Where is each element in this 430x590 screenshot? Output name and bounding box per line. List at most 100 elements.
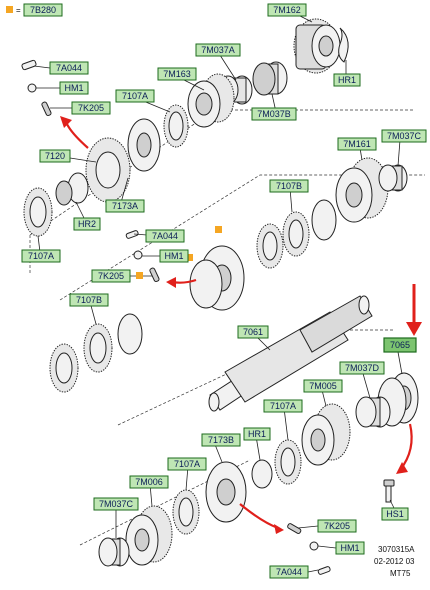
svg-text:7M037B: 7M037B [257, 109, 291, 119]
label-7107b-left[interactable]: 7107B [69, 293, 109, 307]
label-hr1-top[interactable]: HR1 [333, 73, 361, 87]
gear-7m006 [125, 505, 173, 566]
svg-text:7M006: 7M006 [135, 477, 163, 487]
synchro-ring-7107a-left [23, 187, 53, 237]
label-7107a-left[interactable]: 7107A [21, 249, 61, 263]
svg-text:HR1: HR1 [248, 429, 266, 439]
svg-text:7K205: 7K205 [98, 271, 124, 281]
mainshaft-7061 [208, 295, 373, 412]
gear-7m161 [335, 157, 389, 223]
label-7107a-top[interactable]: 7107A [115, 89, 155, 103]
label-hm1-top[interactable]: HM1 [59, 81, 89, 95]
label-7m037b[interactable]: 7M037B [251, 107, 297, 121]
label-7107a-bottom[interactable]: 7107A [167, 457, 207, 471]
label-7173b[interactable]: 7173B [201, 433, 241, 447]
label-7107b-mid[interactable]: 7107B [269, 179, 309, 193]
svg-text:7K205: 7K205 [324, 521, 350, 531]
label-hs1[interactable]: HS1 [381, 507, 409, 521]
label-7065[interactable]: 7065 [383, 337, 417, 353]
svg-text:7120: 7120 [45, 151, 65, 161]
svg-text:HM1: HM1 [340, 543, 359, 553]
label-hm1-bottom[interactable]: HM1 [335, 541, 365, 555]
svg-text:7107A: 7107A [174, 459, 200, 469]
parts [21, 18, 419, 575]
label-7m037c-bottom[interactable]: 7M037C [93, 497, 139, 511]
svg-text:7M037A: 7M037A [201, 45, 235, 55]
svg-text:7107A: 7107A [28, 251, 54, 261]
legend: = 7B280 [16, 3, 63, 17]
label-7k205-mid[interactable]: 7K205 [91, 269, 131, 283]
svg-text:7107B: 7107B [76, 295, 102, 305]
label-7k205-bottom[interactable]: 7K205 [317, 519, 357, 533]
synchro-hub-7173b [205, 461, 247, 523]
label-7120[interactable]: 7120 [39, 149, 71, 163]
synchro-hub-7120 [85, 118, 161, 203]
label-7a044-mid[interactable]: 7A044 [145, 229, 185, 243]
svg-text:HM1: HM1 [64, 83, 83, 93]
svg-text:7M163: 7M163 [163, 69, 191, 79]
label-7m162[interactable]: 7M162 [267, 3, 307, 17]
label-7107a-low[interactable]: 7107A [263, 399, 303, 413]
label-7m163[interactable]: 7M163 [157, 67, 197, 81]
synchro-hub-mid [189, 245, 245, 311]
label-hr2[interactable]: HR2 [73, 217, 101, 231]
arrow-bottom [239, 503, 279, 530]
svg-text:7A044: 7A044 [152, 231, 178, 241]
legend-marker [6, 6, 13, 13]
synchro-ring-7107a-top [163, 104, 189, 148]
gear-7m005 [301, 403, 351, 466]
svg-text:7A044: 7A044 [276, 567, 302, 577]
svg-text:7065: 7065 [390, 340, 410, 350]
gear-7m162 [293, 18, 341, 74]
svg-text:7173A: 7173A [112, 201, 138, 211]
needle-bearing-7m037b [252, 61, 288, 96]
label-hm1-mid[interactable]: HM1 [159, 249, 189, 263]
label-7m161[interactable]: 7M161 [337, 137, 377, 151]
needle-bearing-7m037c-bottom [98, 537, 130, 567]
svg-text:7107A: 7107A [122, 91, 148, 101]
label-7a044-bottom[interactable]: 7A044 [269, 565, 309, 579]
snap-ring-hr1-top [338, 27, 349, 63]
svg-text:HR2: HR2 [78, 219, 96, 229]
needle-bearing-7m037c-top [378, 164, 408, 192]
label-7k205-top[interactable]: 7K205 [71, 101, 111, 115]
svg-text:7K205: 7K205 [78, 103, 104, 113]
label-7m005[interactable]: 7M005 [303, 379, 343, 393]
reference-block: 3070315A 02-2012 03 MT75 [374, 545, 415, 578]
svg-text:7A044: 7A044 [56, 63, 82, 73]
label-7m037d[interactable]: 7M037D [339, 361, 385, 375]
svg-text:HS1: HS1 [386, 509, 404, 519]
svg-text:7M162: 7M162 [273, 5, 301, 15]
svg-text:7107A: 7107A [270, 401, 296, 411]
red-arrowheads [60, 116, 422, 534]
legend-equals: = [16, 6, 21, 15]
svg-text:7061: 7061 [243, 327, 263, 337]
arrow-top-left [64, 121, 89, 149]
synchro-ring-7107b-left [49, 313, 143, 393]
label-7m037a[interactable]: 7M037A [195, 43, 241, 57]
needle-bearing-7m037d [355, 396, 391, 428]
orange-markers [6, 6, 222, 279]
synchro-ring-7107a-low [274, 439, 302, 485]
gear-7m163 [187, 73, 235, 128]
leader-lines [33, 13, 403, 573]
label-7061[interactable]: 7061 [237, 325, 269, 339]
svg-text:7107B: 7107B [276, 181, 302, 191]
synchro-ring-7107b-mid [256, 199, 337, 269]
svg-text:HM1: HM1 [164, 251, 183, 261]
label-7a044-top[interactable]: 7A044 [49, 61, 89, 75]
svg-text:HR1: HR1 [338, 75, 356, 85]
legend-label: 7B280 [30, 5, 56, 15]
reference-code: 3070315A [378, 545, 415, 554]
label-7m006[interactable]: 7M006 [129, 475, 169, 489]
svg-text:7173B: 7173B [208, 435, 234, 445]
svg-text:7M161: 7M161 [343, 139, 371, 149]
snap-ring-hr2 [55, 172, 89, 206]
label-7173a[interactable]: 7173A [105, 199, 145, 213]
label-hr1-low[interactable]: HR1 [243, 427, 271, 441]
bolt-hs1 [383, 479, 395, 503]
label-7m037c-top[interactable]: 7M037C [381, 129, 427, 143]
svg-text:7M005: 7M005 [309, 381, 337, 391]
svg-text:7M037C: 7M037C [99, 499, 134, 509]
